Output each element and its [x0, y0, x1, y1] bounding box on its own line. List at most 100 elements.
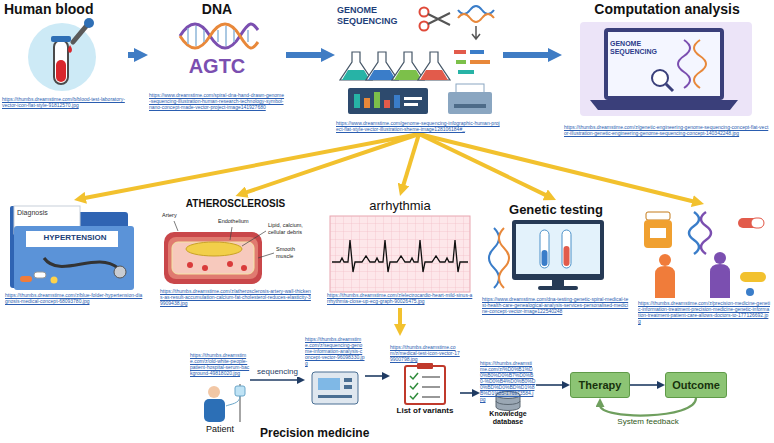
artery-cross-section	[186, 242, 242, 256]
precision-medicine-icons	[701, 212, 711, 254]
variant-clipboard	[422, 377, 440, 397]
genetic-testing-monitor	[540, 230, 549, 268]
genetic-testing-monitor	[489, 220, 604, 290]
genome-sequencing-infographic	[420, 22, 429, 31]
source-url: https://thumbs.dreamstime.com/z/medical-…	[390, 344, 460, 362]
patient-figure	[204, 399, 225, 422]
node-label: Patient	[190, 424, 250, 435]
box-label: Therapy	[571, 379, 629, 392]
image-panel: DiagnosisHYPERTENSIONhttps://thumbs.drea…	[3, 200, 145, 312]
dna-letters: AGTC	[148, 54, 286, 78]
flow-arrow	[245, 134, 419, 193]
genome-sequencing-infographic	[458, 14, 494, 22]
artery-cross-section	[174, 221, 274, 258]
source-url: https://thumbs.dreamstime.com/z/electroc…	[327, 292, 473, 304]
flow-arrow	[398, 308, 402, 326]
genetic-testing-monitor	[538, 286, 578, 290]
laptop-illustration	[694, 40, 706, 88]
panel-title: arrhythmia	[325, 198, 475, 214]
process-box: Therapy	[570, 372, 630, 398]
ecg-strip	[330, 216, 470, 292]
precision-medicine-icons	[644, 212, 766, 298]
hypertension-folder	[44, 258, 118, 268]
artery-cross-section	[202, 265, 208, 271]
precision-medicine-icons	[751, 218, 764, 228]
artery-cross-section	[164, 221, 274, 284]
process-box: Outcome	[665, 372, 727, 398]
precision-medicine-icons	[646, 212, 670, 220]
image-panel: Genetic testinghttps://www.dreamstime.co…	[480, 200, 632, 322]
artery-cross-section	[187, 262, 193, 268]
patient-figure	[235, 386, 245, 396]
hypertension-folder	[10, 206, 134, 290]
genome-sequencing-infographic	[470, 60, 490, 64]
genome-sequencing-infographic	[420, 70, 448, 80]
genome-sequencing-infographic	[368, 70, 396, 80]
database-icon	[496, 401, 520, 405]
flow-arrow	[403, 134, 419, 187]
part-label: Endothelium	[218, 218, 268, 225]
screen-text: GENOME SEQUENCING	[610, 40, 668, 57]
blood-test-icon	[84, 18, 94, 28]
precision-medicine-icons	[710, 264, 730, 298]
genome-sequencing-infographic	[340, 52, 372, 80]
variant-clipboard	[405, 366, 445, 404]
hypertension-folder	[114, 266, 126, 278]
blood-test-icon	[28, 18, 96, 91]
sequencer-device	[312, 372, 358, 404]
hypertension-folder	[34, 272, 46, 278]
genome-sequencing-infographic	[342, 70, 370, 80]
flow-arrow	[419, 134, 695, 202]
laptop-illustration	[580, 22, 752, 116]
precision-medicine-icons	[746, 288, 754, 296]
source-url: https://thumbs.dreamstime.com/z/%D0%B1%D…	[480, 360, 536, 402]
blood-test-icon	[56, 60, 66, 82]
edge-label: sequencing	[255, 367, 300, 377]
genome-sequencing-infographic	[404, 103, 418, 106]
sequencer-device	[318, 378, 340, 390]
panel-title: Computation analysis	[562, 1, 772, 18]
genome-sequencing-infographic	[354, 94, 360, 108]
blood-test-icon	[54, 40, 68, 84]
genetic-testing-monitor	[516, 224, 600, 274]
sequencer-device	[318, 395, 352, 398]
genetic-testing-monitor	[512, 220, 604, 280]
artery-cross-section	[227, 261, 233, 267]
genome-sequencing-infographic	[458, 6, 494, 14]
flow-arrow	[250, 379, 299, 381]
genome-sequencing-infographic	[364, 98, 370, 108]
blood-test-icon	[51, 36, 71, 42]
genome-sequencing-infographic	[392, 52, 424, 80]
sequencer-node: https://thumbs.dreamstime.com/z/sequenci…	[305, 336, 365, 408]
precision-medicine-icons	[650, 228, 666, 238]
blood-test-icon	[68, 45, 72, 53]
genome-sequencing-infographic	[428, 13, 450, 25]
image-panel: ATHEROSCLEROSISArteryEndotheliumLipid, c…	[158, 196, 313, 308]
source-url: https://thumbs.dreamstime.com/z/atherosc…	[160, 288, 311, 306]
genome-sequencing-infographic	[420, 8, 429, 17]
flow-arrow	[128, 52, 137, 58]
genetic-testing-monitor	[564, 246, 570, 266]
variants-node: https://thumbs.dreamstime.com/z/medical-…	[390, 344, 460, 426]
image-panel: Computation analysisGENOME SEQUENCING htt…	[562, 0, 772, 150]
image-caption: GENOME SEQUENCING	[337, 5, 411, 27]
genome-sequencing-infographic	[384, 100, 390, 108]
precision-medicine-icons	[644, 220, 672, 248]
artery-cross-section	[172, 242, 254, 274]
patient-node: https://thumbs.dreamstime.com/z/old-whit…	[190, 352, 250, 440]
patient-figure	[208, 386, 220, 398]
genome-sequencing-infographic	[374, 92, 380, 108]
laptop-illustration	[608, 32, 720, 96]
ecg-strip	[332, 240, 468, 272]
dna-spiral	[180, 24, 258, 48]
precision-medicine-icons	[689, 212, 699, 254]
ecg-strip	[330, 216, 470, 292]
source-url: https://thumbs.dreamstime.com/z/genetic-…	[564, 124, 770, 136]
sequencer-device	[312, 372, 358, 404]
flow-arrow	[460, 392, 474, 394]
laptop-illustration	[580, 22, 752, 116]
box-label: Outcome	[666, 379, 726, 392]
flow-arrow	[365, 375, 384, 377]
